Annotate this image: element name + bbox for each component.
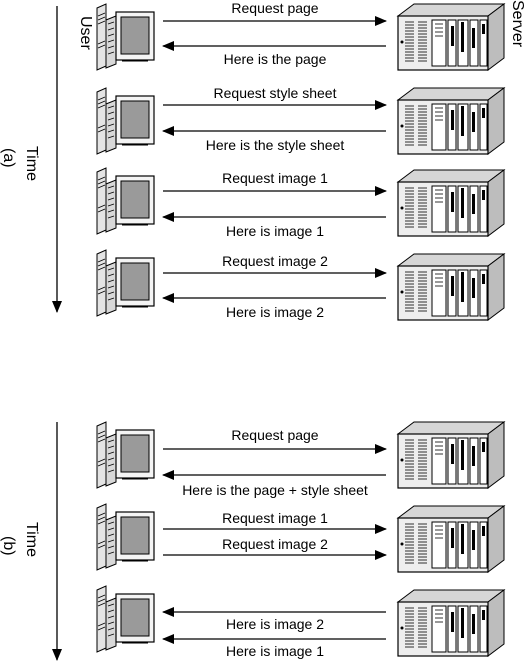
server-icon: [397, 253, 505, 321]
server-icon: [397, 421, 505, 489]
computer-icon: [96, 503, 155, 571]
message-arrow-here-is-image-2: Here is image 2: [162, 293, 386, 320]
svg-text:Here is image 2: Here is image 2: [226, 304, 324, 320]
message-arrow-here-is-page: Here is the page: [162, 41, 386, 67]
svg-text:Here is image 1: Here is image 1: [226, 643, 324, 659]
message-arrow-here-is-style-sheet: Here is the style sheet: [162, 126, 386, 153]
server-label: Server: [509, 0, 526, 48]
message-arrow-request-page: Request page: [163, 427, 387, 454]
svg-text:Here is image 2: Here is image 2: [226, 616, 324, 632]
computer-icon: [96, 421, 155, 489]
message-arrow-request-style-sheet: Request style sheet: [163, 85, 387, 110]
svg-text:Request image 2: Request image 2: [222, 536, 328, 552]
computer-icon: [96, 585, 155, 653]
time-label-a: Time: [23, 146, 40, 181]
svg-text:Request image 2: Request image 2: [222, 253, 328, 269]
svg-text:Request image 1: Request image 1: [222, 170, 328, 186]
server-icon: [397, 505, 505, 573]
message-arrow-here-is-image-1: Here is image 1: [162, 212, 386, 239]
server-icon: [397, 3, 505, 71]
message-arrow-here-is-image-1: Here is image 1: [162, 634, 386, 659]
svg-text:Request page: Request page: [231, 0, 318, 16]
computer-icon: [96, 87, 155, 155]
svg-text:Request style sheet: Request style sheet: [214, 85, 337, 101]
message-arrow-request-image-1: Request image 1: [163, 170, 387, 196]
time-label-b: Time: [23, 522, 40, 557]
panel-id-b: (b): [0, 536, 17, 556]
message-arrow-request-image-1: Request image 1: [163, 510, 387, 534]
message-arrow-request-page: Request page: [163, 0, 387, 26]
server-icon: [397, 169, 505, 237]
computer-icon: [96, 167, 155, 235]
panel-id-a: (a): [0, 148, 17, 168]
user-label: User: [77, 16, 94, 50]
svg-text:Here is image 1: Here is image 1: [226, 223, 324, 239]
server-icon: [397, 589, 505, 657]
svg-text:Here is the page + style sheet: Here is the page + style sheet: [182, 482, 368, 498]
svg-text:Request page: Request page: [231, 427, 318, 443]
svg-text:Here is the style sheet: Here is the style sheet: [206, 137, 345, 153]
computer-icon: [96, 249, 155, 317]
message-arrow-request-image-2: Request image 2: [163, 253, 387, 278]
svg-text:Here is the page: Here is the page: [224, 51, 327, 67]
message-arrow-here-is-image-2: Here is image 2: [162, 607, 386, 632]
server-icon: [397, 87, 505, 155]
message-arrow-here-is-page-and-style-sheet: Here is the page + style sheet: [162, 470, 386, 498]
message-arrow-request-image-2: Request image 2: [163, 536, 387, 560]
computer-icon: [96, 3, 155, 71]
svg-text:Request image 1: Request image 1: [222, 510, 328, 526]
panel-a: Time (a) User Server Request page Here i…: [0, 0, 526, 321]
panel-b: Time (b) Request page Here is the page +…: [0, 421, 505, 661]
